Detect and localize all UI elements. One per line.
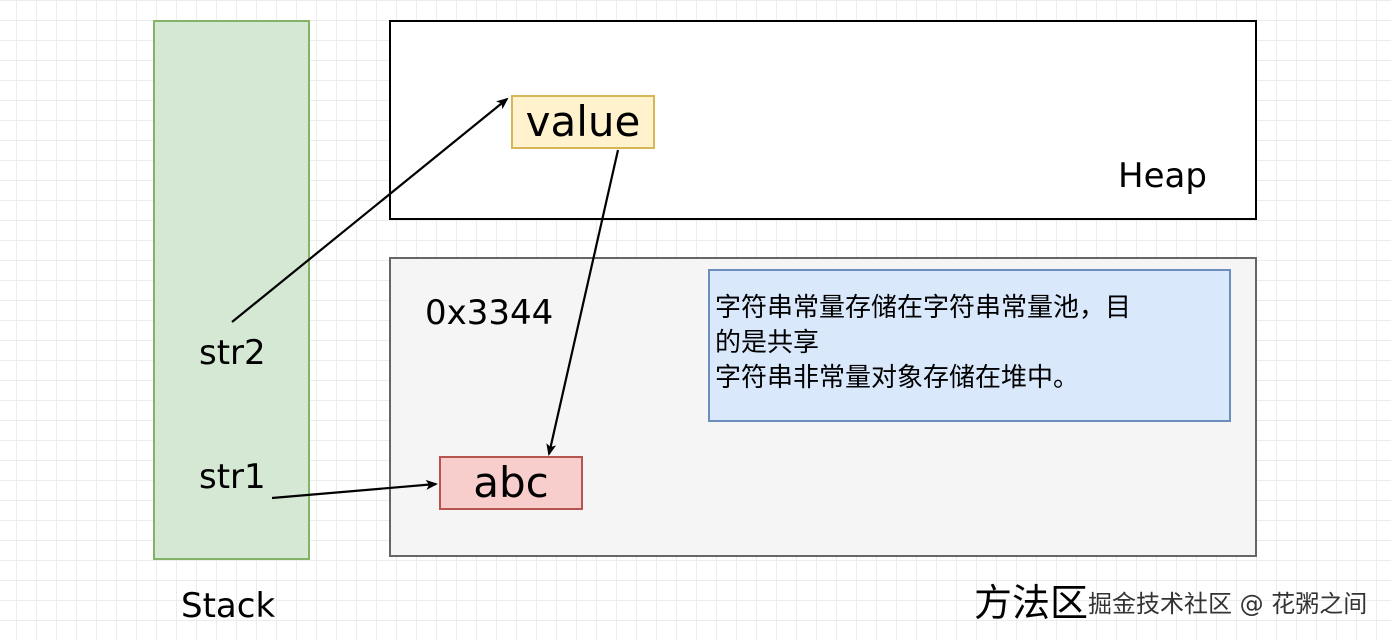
- note-box: 字符串常量存储在字符串常量池，目 的是共享 字符串非常量对象存储在堆中。: [708, 269, 1231, 422]
- abc-node: abc: [439, 456, 583, 510]
- stack-label: Stack: [181, 586, 276, 626]
- note-line-1: 字符串常量存储在字符串常量池，目: [715, 293, 1132, 323]
- method-area-label: 方法区: [974, 581, 1089, 625]
- watermark: 掘金技术社区 @ 花粥之间: [1088, 590, 1368, 618]
- str2-label: str2: [199, 333, 266, 373]
- note-line-3: 字符串非常量对象存储在堆中。: [715, 363, 1080, 393]
- value-node: value: [511, 95, 655, 149]
- heap-label: Heap: [1118, 156, 1207, 196]
- abc-node-label: abc: [473, 458, 549, 507]
- note-line-2: 的是共享: [715, 328, 820, 358]
- value-node-label: value: [525, 97, 641, 146]
- str1-label: str1: [199, 457, 266, 497]
- address-label: 0x3344: [425, 293, 554, 333]
